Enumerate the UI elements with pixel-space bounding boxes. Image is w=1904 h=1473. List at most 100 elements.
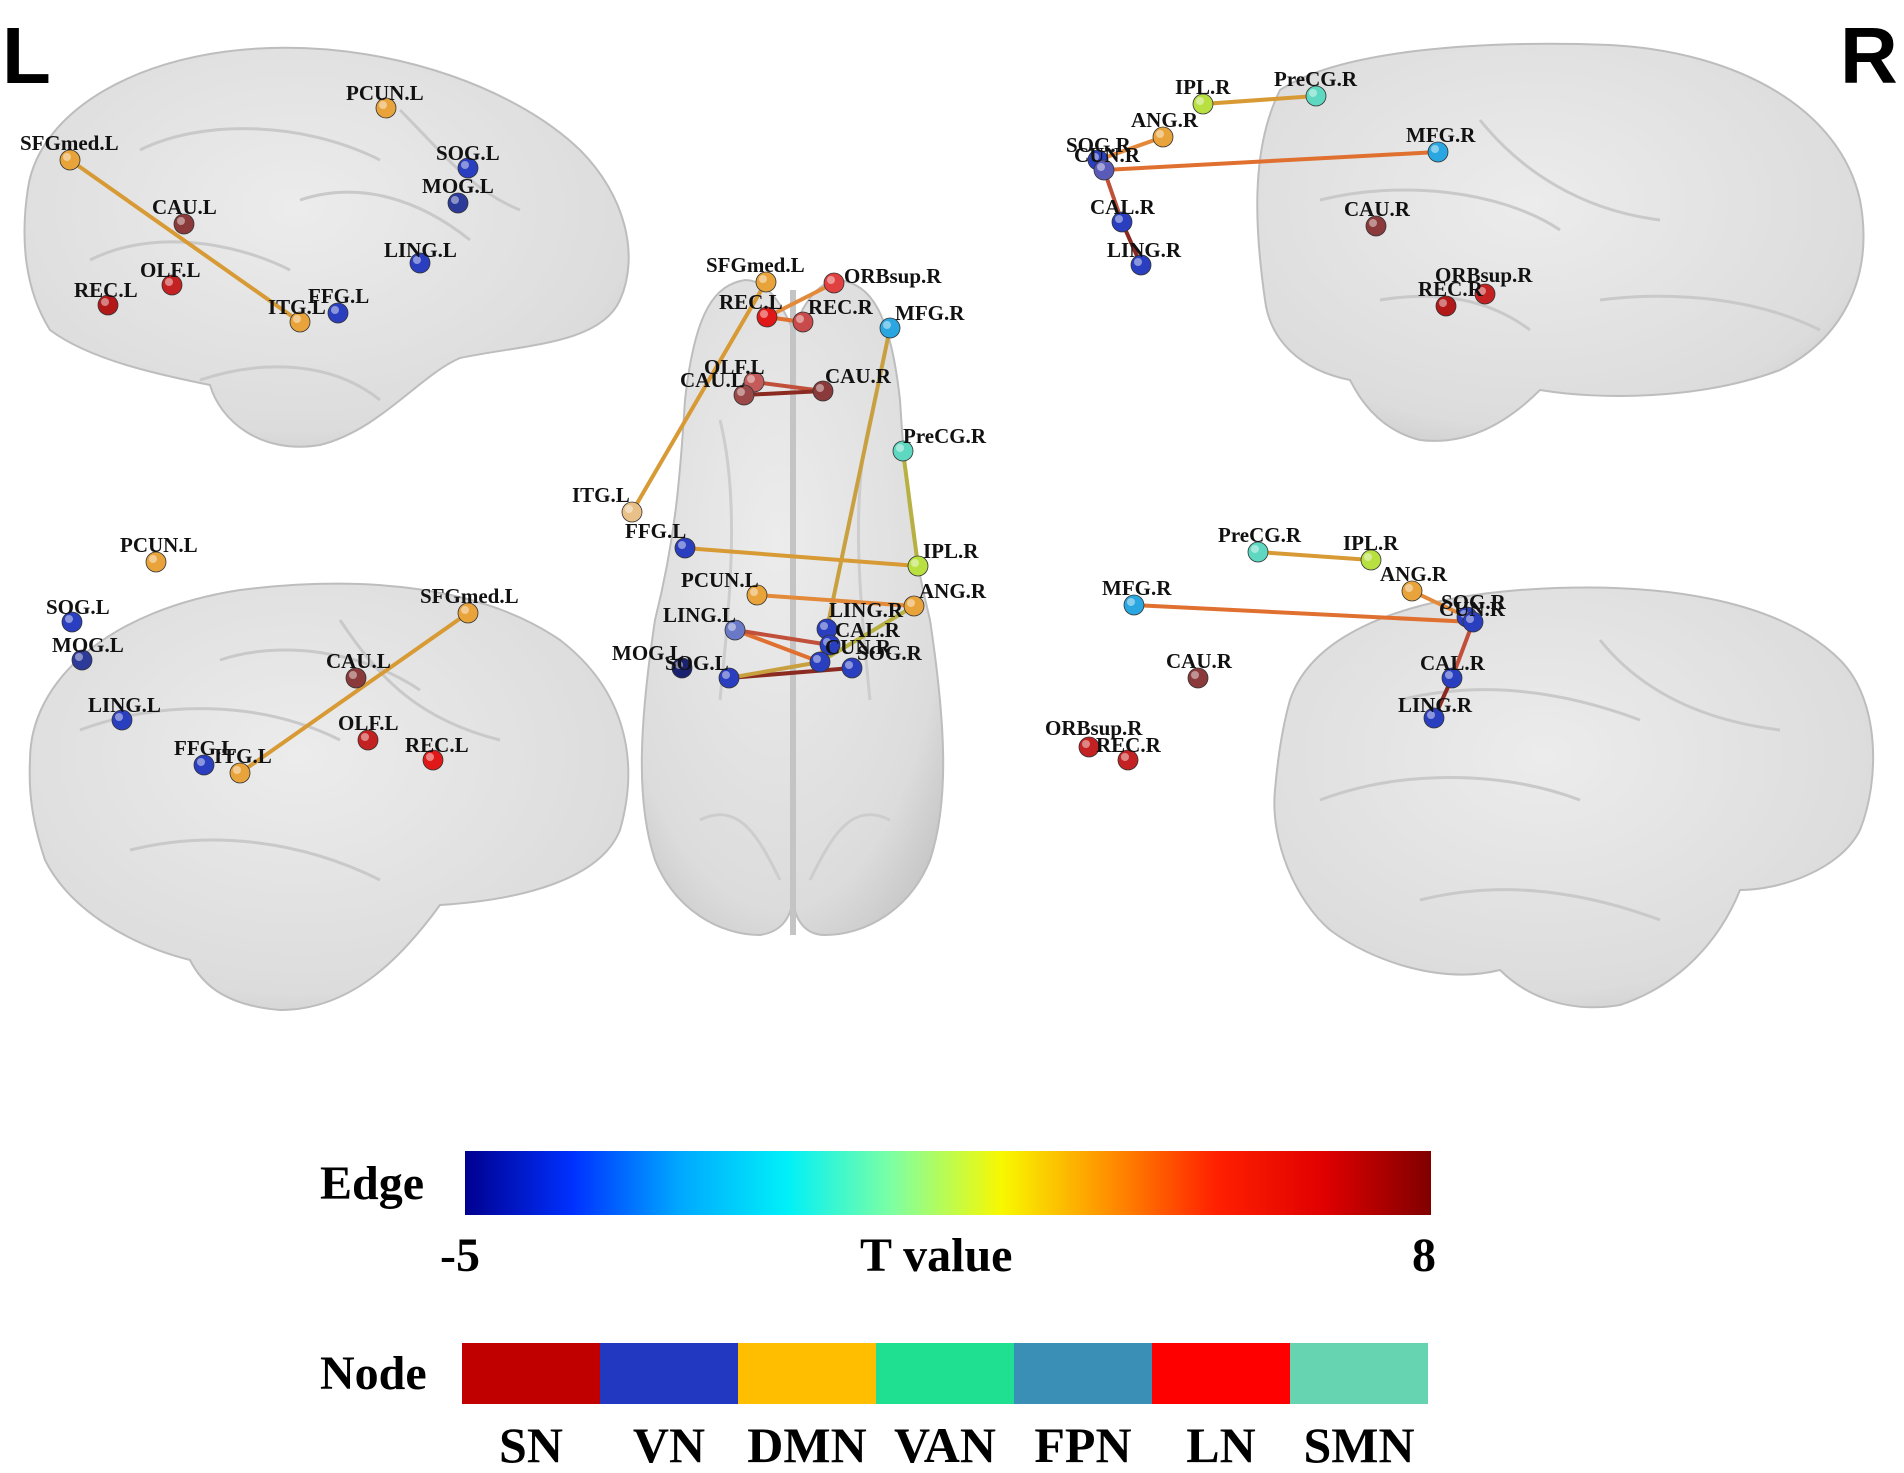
node-MOG.L: [447, 192, 469, 214]
node-highlight: [1478, 287, 1486, 295]
edge-LING.L-CUN.R: [733, 628, 822, 664]
node-label-sn: SN: [499, 1417, 563, 1473]
edge-PCUN.L-ANG.R: [755, 593, 916, 608]
node-label: PCUN.L: [681, 568, 759, 592]
node-LING.L: [409, 252, 431, 274]
node-IPL.R: [1192, 93, 1214, 115]
node-SFGmed.L: [755, 271, 777, 293]
node-SOG.L: [457, 157, 479, 179]
brain-right-medial: [1256, 42, 1865, 442]
node-highlight: [750, 588, 758, 596]
node-highlight: [1082, 740, 1090, 748]
node-swatch-fpn: [1014, 1343, 1152, 1404]
node-highlight: [760, 310, 768, 318]
node-highlight: [728, 623, 736, 631]
node-label: REC.R: [1418, 277, 1484, 301]
edge-MFG.R-CUN.R: [1132, 603, 1475, 624]
node-SFGmed.L: [59, 149, 81, 171]
node-PreCG.R: [892, 440, 914, 462]
node-label: LING.L: [88, 693, 161, 717]
node-MOG.L: [71, 649, 93, 671]
node-label: CUN.R: [825, 635, 892, 659]
node-highlight: [823, 638, 831, 646]
node-PreCG.R: [1247, 541, 1269, 563]
edge-ANG.R-SOG.R: [1096, 135, 1165, 162]
brain-left-medial: [28, 582, 630, 1012]
node-label: ITG.L: [214, 744, 272, 768]
node-highlight: [1431, 145, 1439, 153]
node-CAU.R: [1365, 215, 1387, 237]
edge-CAU.L-CAU.R: [742, 389, 825, 397]
node-highlight: [1156, 130, 1164, 138]
node-color-legend: [462, 1343, 1428, 1404]
node-label-ln: LN: [1186, 1417, 1256, 1473]
edge-legend-title: Edge: [320, 1157, 425, 1210]
node-label: CAU.L: [680, 368, 745, 392]
node-REC.L: [97, 294, 119, 316]
node-REC.L: [756, 306, 778, 328]
right-hemisphere-letter: R: [1840, 11, 1898, 100]
node-label: LING.R: [1398, 693, 1473, 717]
edge-colorbar: [465, 1151, 1431, 1215]
node-label: PCUN.L: [120, 533, 198, 557]
node-CAL.R: [1111, 211, 1133, 233]
node-ANG.R: [903, 595, 925, 617]
node-LING.R: [1130, 254, 1152, 276]
node-swatch-dmn: [738, 1343, 876, 1404]
edge-PreCG.R-IPL.R: [1256, 550, 1373, 562]
node-highlight: [461, 161, 469, 169]
edge-OLF.L-CAU.R: [752, 380, 825, 393]
node-label-smn: SMN: [1303, 1417, 1415, 1473]
edge-MFG.R-CUN.R: [818, 326, 892, 664]
node-label: OLF.L: [140, 258, 201, 282]
left-hemisphere-letter: L: [2, 11, 51, 100]
node-label: MOG.L: [52, 633, 124, 657]
edge-SFGmed.L-ITG.L: [630, 280, 768, 514]
node-label: ORBsup.R: [844, 264, 942, 288]
node-label: FFG.L: [174, 736, 235, 760]
node-label: SOG.R: [857, 641, 923, 665]
node-highlight: [820, 622, 828, 630]
node-ORBsup.R: [1474, 283, 1496, 305]
node-MFG.R: [1123, 594, 1145, 616]
edge-IPL.R-PreCG.R: [1201, 94, 1318, 106]
node-highlight: [759, 275, 767, 283]
node-highlight: [63, 153, 71, 161]
node-CAL.R: [819, 634, 841, 656]
node-label: REC.R: [808, 295, 874, 319]
edge-max-tick: 8: [1412, 1229, 1436, 1282]
node-ORBsup.R: [1078, 736, 1100, 758]
node-PCUN.L: [746, 584, 768, 606]
node-label: ITG.L: [268, 295, 326, 319]
node-label: CAU.R: [825, 364, 892, 388]
node-CUN.R: [809, 651, 831, 673]
node-PCUN.L: [145, 551, 167, 573]
node-MFG.R: [879, 317, 901, 339]
node-highlight: [816, 384, 824, 392]
edge-FFG.L-IPL.R: [683, 546, 920, 568]
node-highlight: [1115, 215, 1123, 223]
node-label: ANG.R: [1131, 108, 1199, 132]
node-label: LING.R: [1107, 238, 1182, 262]
node-LING.L: [111, 709, 133, 731]
node-label: CUN.R: [1439, 597, 1506, 621]
node-CUN.R: [1093, 159, 1115, 181]
node-highlight: [461, 606, 469, 614]
edge-colorbar-label: T value: [860, 1229, 1013, 1282]
node-highlight: [65, 615, 73, 623]
node-highlight: [331, 306, 339, 314]
node-CUN.R: [1462, 611, 1484, 633]
node-OLF.L: [357, 729, 379, 751]
node-label: MOG.L: [422, 174, 494, 198]
node-legend-labels: SN VN DMN VAN FPN LN SMN: [462, 1420, 1428, 1470]
node-CAU.R: [812, 380, 834, 402]
node-LING.L: [724, 619, 746, 641]
node-label: CAL.R: [1090, 195, 1156, 219]
node-highlight: [1196, 97, 1204, 105]
node-highlight: [1134, 258, 1142, 266]
node-label: MFG.R: [1102, 576, 1172, 600]
node-REC.R: [1117, 749, 1139, 771]
